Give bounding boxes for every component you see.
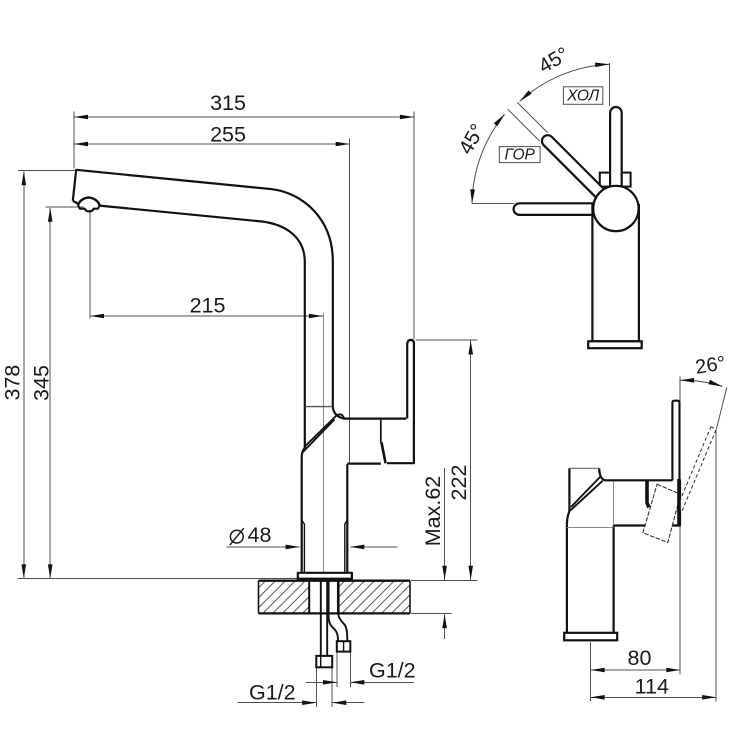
svg-text:ХОЛ: ХОЛ (566, 87, 599, 104)
svg-text:Max.62: Max.62 (421, 476, 445, 547)
svg-text:215: 215 (190, 294, 226, 318)
svg-text:345: 345 (30, 365, 54, 401)
svg-text:80: 80 (628, 646, 652, 670)
svg-text:48: 48 (248, 523, 272, 547)
svg-text:255: 255 (210, 123, 246, 147)
svg-text:G1/2: G1/2 (369, 659, 416, 683)
svg-text:378: 378 (1, 365, 25, 401)
svg-text:ГОР: ГОР (505, 146, 536, 163)
svg-text:G1/2: G1/2 (249, 681, 296, 705)
svg-text:26°: 26° (694, 352, 727, 378)
svg-text:315: 315 (210, 91, 246, 115)
svg-text:114: 114 (635, 674, 669, 698)
svg-text:222: 222 (447, 465, 471, 501)
